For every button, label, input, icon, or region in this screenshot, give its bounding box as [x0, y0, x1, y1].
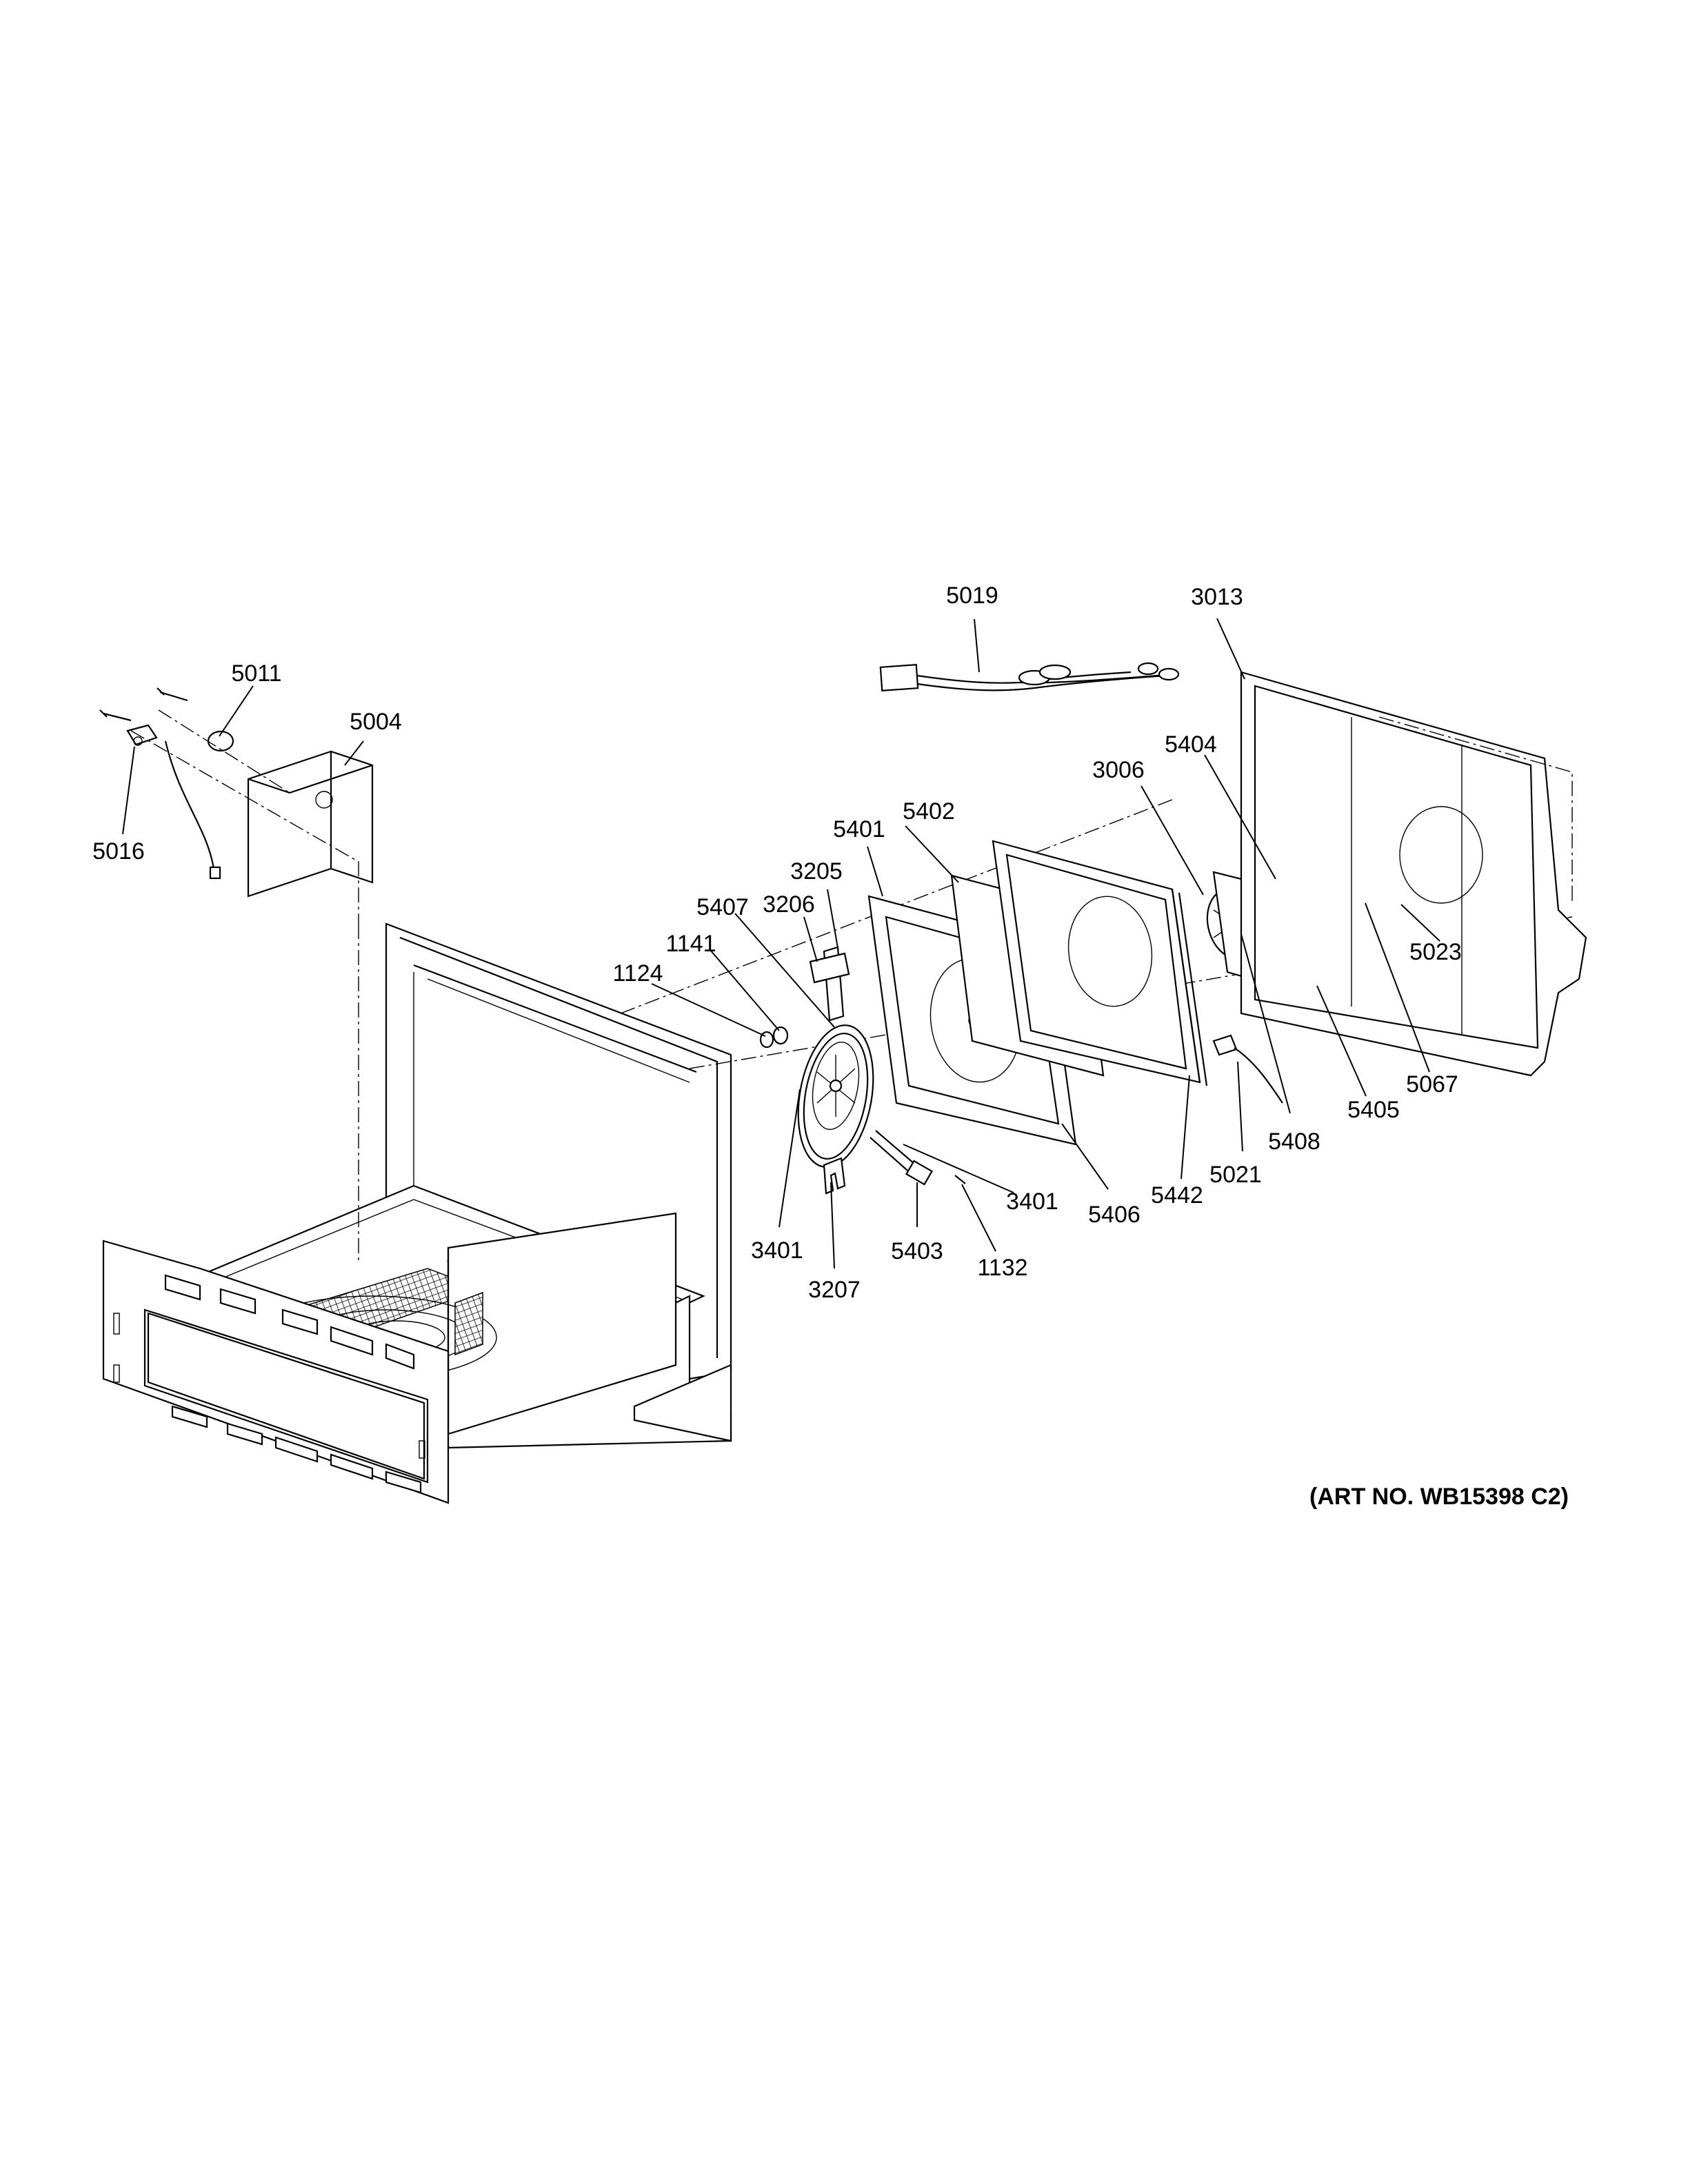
callout-3401-left: 3401 — [751, 1237, 803, 1264]
callout-3006: 3006 — [1092, 757, 1145, 783]
callout-5407: 5407 — [696, 894, 749, 920]
callout-5019: 5019 — [946, 583, 998, 609]
wire-harness-5019 — [879, 662, 1180, 691]
callout-1124: 1124 — [612, 960, 663, 987]
callout-5406: 5406 — [1088, 1202, 1141, 1228]
callout-1132: 1132 — [977, 1255, 1027, 1281]
callout-5401: 5401 — [833, 816, 885, 842]
callout-5067: 5067 — [1406, 1071, 1458, 1098]
callout-5403: 5403 — [891, 1238, 943, 1264]
callout-3013: 3013 — [1191, 584, 1243, 610]
leader-lines — [122, 618, 1440, 1269]
callout-5023: 5023 — [1409, 939, 1462, 965]
rear-panels-group — [867, 840, 1208, 1146]
callout-5404: 5404 — [1165, 731, 1217, 758]
thermostat-bracket-group — [99, 687, 374, 924]
callout-5442: 5442 — [1151, 1182, 1203, 1209]
art-number-label: (ART NO. WB15398 C2) — [1309, 1484, 1569, 1510]
callout-3401-right: 3401 — [1006, 1189, 1058, 1215]
callout-3205: 3205 — [790, 858, 843, 884]
callout-5402: 5402 — [903, 798, 955, 825]
outer-back-panel-3013 — [1240, 671, 1587, 1077]
callout-3207: 3207 — [808, 1277, 861, 1303]
callout-5021: 5021 — [1209, 1162, 1262, 1188]
callout-3206: 3206 — [763, 891, 815, 918]
callout-5011: 5011 — [231, 660, 281, 687]
callout-5405: 5405 — [1347, 1097, 1400, 1123]
callout-5016: 5016 — [92, 838, 145, 865]
oven-cavity-assembly — [102, 799, 1573, 1504]
callout-5004: 5004 — [350, 709, 402, 735]
callout-5408: 5408 — [1268, 1129, 1320, 1155]
convection-fan-group — [759, 946, 966, 1195]
callout-labels: 5019 3013 5011 5004 5016 3006 5404 5402 … — [92, 583, 1569, 1510]
callout-1141: 1141 — [665, 931, 716, 957]
